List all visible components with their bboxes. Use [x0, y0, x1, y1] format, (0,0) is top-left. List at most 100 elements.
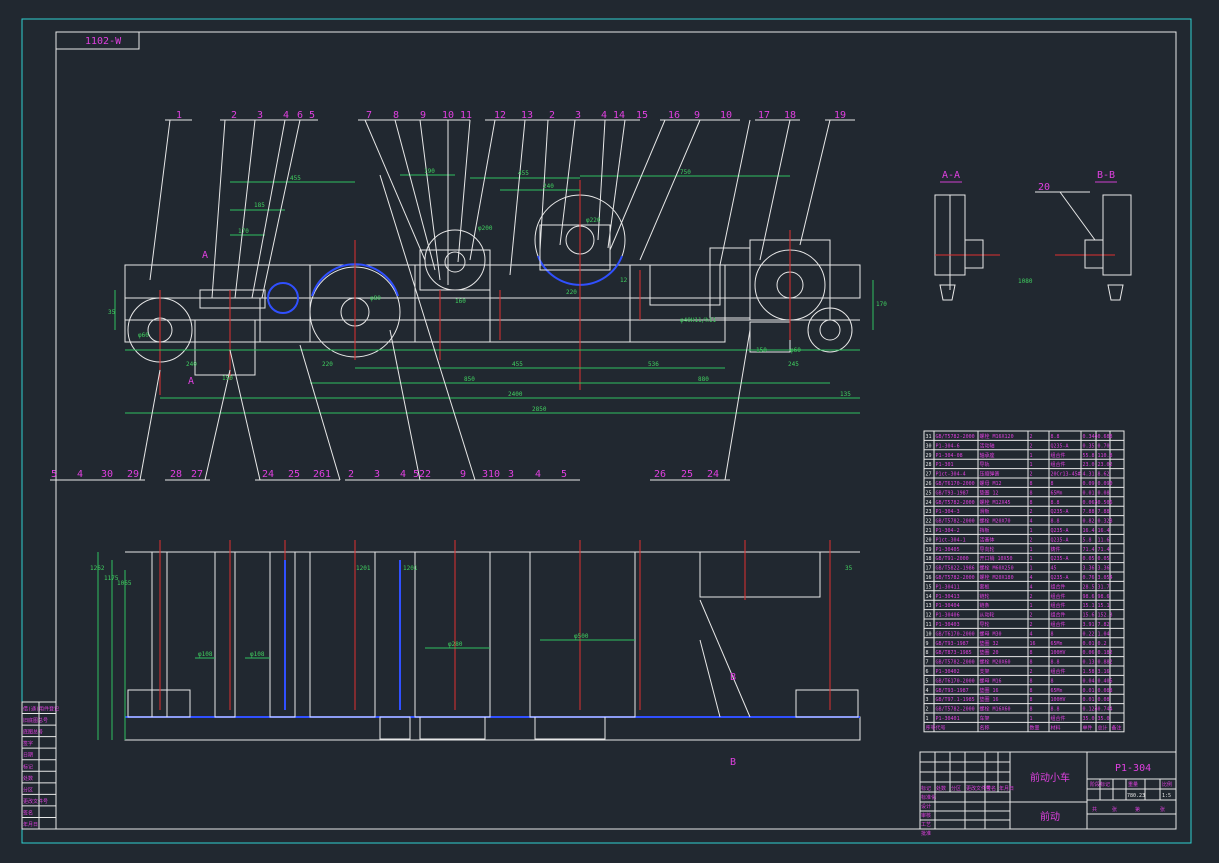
callout: 522	[413, 469, 431, 480]
bom-cell: 8	[1051, 678, 1054, 684]
plan-dim: 1262	[90, 565, 105, 572]
dim: 2850	[532, 406, 547, 413]
bom-cell: Q235-A	[1051, 556, 1069, 562]
dim: 455	[290, 175, 301, 182]
bom-cell: P1-30402	[936, 669, 960, 675]
bom-cell: 组合件	[1051, 593, 1066, 600]
section-label-a: A-A	[942, 170, 960, 181]
bom-cell: 组合件	[1051, 461, 1066, 468]
bom-header-cell: 代号	[936, 724, 946, 731]
bom-cell: 7.88	[1098, 509, 1110, 515]
bom-cell: 30	[926, 443, 932, 449]
dim: 12	[620, 277, 628, 284]
dim: 240	[186, 361, 197, 368]
bom-cell: 0.124	[1083, 707, 1098, 713]
bom-cell: 挡板	[980, 527, 990, 534]
bom-cell: 25	[926, 490, 932, 496]
bom-cell: P1-301	[936, 462, 954, 468]
bom-cell: 16	[926, 575, 932, 581]
bom-cell: 4	[1030, 584, 1033, 590]
bom-cell: 100HV	[1051, 697, 1066, 703]
bom-cell: 11.6	[1098, 537, 1110, 543]
sign-label: 设计	[921, 803, 931, 810]
bom-header-cell: 材料	[1051, 724, 1061, 731]
strip-label: 年月日	[23, 821, 38, 828]
sheet-total-suffix: 张	[1112, 806, 1117, 813]
dim: 160	[455, 298, 466, 305]
plan-base	[124, 716, 861, 741]
bom-cell: GB/T6170-2000	[936, 678, 975, 684]
bom-cell: 0.01	[1083, 490, 1095, 496]
bom-cell: 8.8	[1051, 660, 1060, 666]
bom-cell: 0.70	[1098, 443, 1110, 449]
view-marker: A	[202, 250, 208, 261]
bom-cell: 车架	[980, 715, 990, 722]
bom-cell: P1-30413	[936, 594, 960, 600]
bom-cell: Q235-A	[1051, 443, 1069, 449]
bom-cell: 螺母 M30	[980, 630, 1002, 637]
bottom-callouts: 5 4 30 29 28 27 24 25 261 2 3 4 522 9 31…	[51, 469, 719, 480]
sheet-number-label: 第	[1135, 806, 1140, 813]
view-marker: B	[730, 757, 736, 768]
bom-cell: P1-304-2	[936, 528, 960, 534]
top-dimensions: 455 185 170 190 455 240 750 φ200 φ220 φ8…	[108, 168, 1033, 413]
corner-code-box	[55, 31, 140, 50]
dim: 190	[424, 168, 435, 175]
bom-cell: 螺栓 M16X60	[980, 706, 1011, 713]
bom-cell: 71.4	[1083, 547, 1095, 553]
dim: 2400	[508, 391, 523, 398]
callout: 15	[636, 110, 648, 121]
callout: 3	[374, 469, 380, 480]
bom-cell: 28.5	[1083, 584, 1095, 590]
callout: 27	[191, 469, 203, 480]
bom-cell: 螺栓 M20X70	[980, 518, 1011, 525]
bom-cell: 轴承座	[980, 452, 995, 459]
bom-cell: Q235-A	[1051, 509, 1069, 515]
bom-cell: 110.8	[1098, 453, 1113, 459]
bom-cell: 7.88	[1083, 509, 1095, 515]
callout: 261	[313, 469, 331, 480]
bom-cell: 活动轴	[980, 442, 995, 449]
callout: 2	[549, 110, 555, 121]
bom-cell: 8	[1051, 481, 1054, 487]
bom-cell: 1	[1030, 528, 1033, 534]
plan-dim: 1065	[117, 580, 132, 587]
strip-label: 底图总号	[23, 729, 43, 736]
bom-cell: 3.91	[1083, 622, 1095, 628]
side-elevation: 1 2 3 4 6 5 7 8 9 10 11 12 13 2 3 4 14 1…	[50, 110, 1033, 481]
bom-cell: 16.4	[1098, 528, 1110, 534]
bom-cell: 31.7	[1098, 584, 1110, 590]
callout: 5	[309, 110, 315, 121]
bom-cell: 3.054	[1098, 575, 1113, 581]
drawing-sub-caption: 前动	[1040, 810, 1060, 823]
bom-cell: 2	[1030, 537, 1033, 543]
plan-dim: 1175	[104, 575, 119, 582]
guide-wheel	[424, 229, 486, 291]
callout: 29	[127, 469, 139, 480]
bom-cell: 26	[926, 481, 932, 487]
bom-cell: 活塞体	[980, 536, 995, 543]
callout: 10	[720, 110, 732, 121]
bom-cell: 螺栓 M16X120	[980, 433, 1014, 440]
bom-cell: P1-304-08	[936, 453, 963, 459]
bom-cell: GB/T91-2000	[936, 556, 969, 562]
bom-cell: 19	[926, 547, 932, 553]
bom-cell: 4	[1030, 575, 1033, 581]
bom-cell: 15.6	[1083, 613, 1095, 619]
dim: 35	[108, 309, 116, 316]
callout: 3	[575, 110, 581, 121]
bom-cell: Q235-A	[1051, 537, 1069, 543]
bom-cell: 55.8	[1083, 453, 1095, 459]
bom-cell: P1-30404	[936, 603, 960, 609]
bom-cell: 2	[1030, 472, 1033, 478]
bom-cell: GB/T5782-2000	[936, 500, 975, 506]
bom-cell: 13	[926, 603, 932, 609]
callout: 16	[668, 110, 680, 121]
bom-cell: 20	[926, 537, 932, 543]
callout: 12	[494, 110, 506, 121]
bom-cell: 螺栓 M60X250	[980, 565, 1014, 572]
callout: 2	[231, 110, 237, 121]
bom-cell: 链条	[980, 602, 990, 609]
bom-cell: 1	[1030, 547, 1033, 553]
